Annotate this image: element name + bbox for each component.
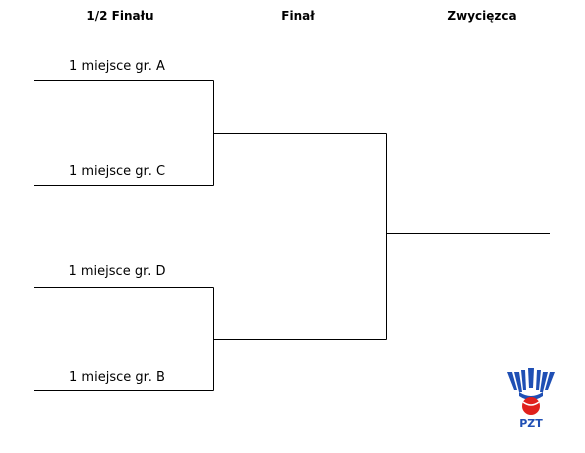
slot-label-group-b: 1 miejsce gr. B	[69, 370, 165, 385]
slot-label-group-a: 1 miejsce gr. A	[69, 59, 165, 74]
pzt-logo: PZT	[507, 368, 555, 430]
header-final: Finał	[281, 9, 315, 23]
tennis-ball-icon	[522, 397, 540, 415]
slot-label-group-d: 1 miejsce gr. D	[68, 264, 166, 279]
header-semifinal: 1/2 Finału	[86, 9, 154, 23]
slot-label-group-c: 1 miejsce gr. C	[68, 164, 166, 179]
logo-text: PZT	[519, 417, 543, 430]
header-winner: Zwycięzca	[447, 9, 517, 23]
